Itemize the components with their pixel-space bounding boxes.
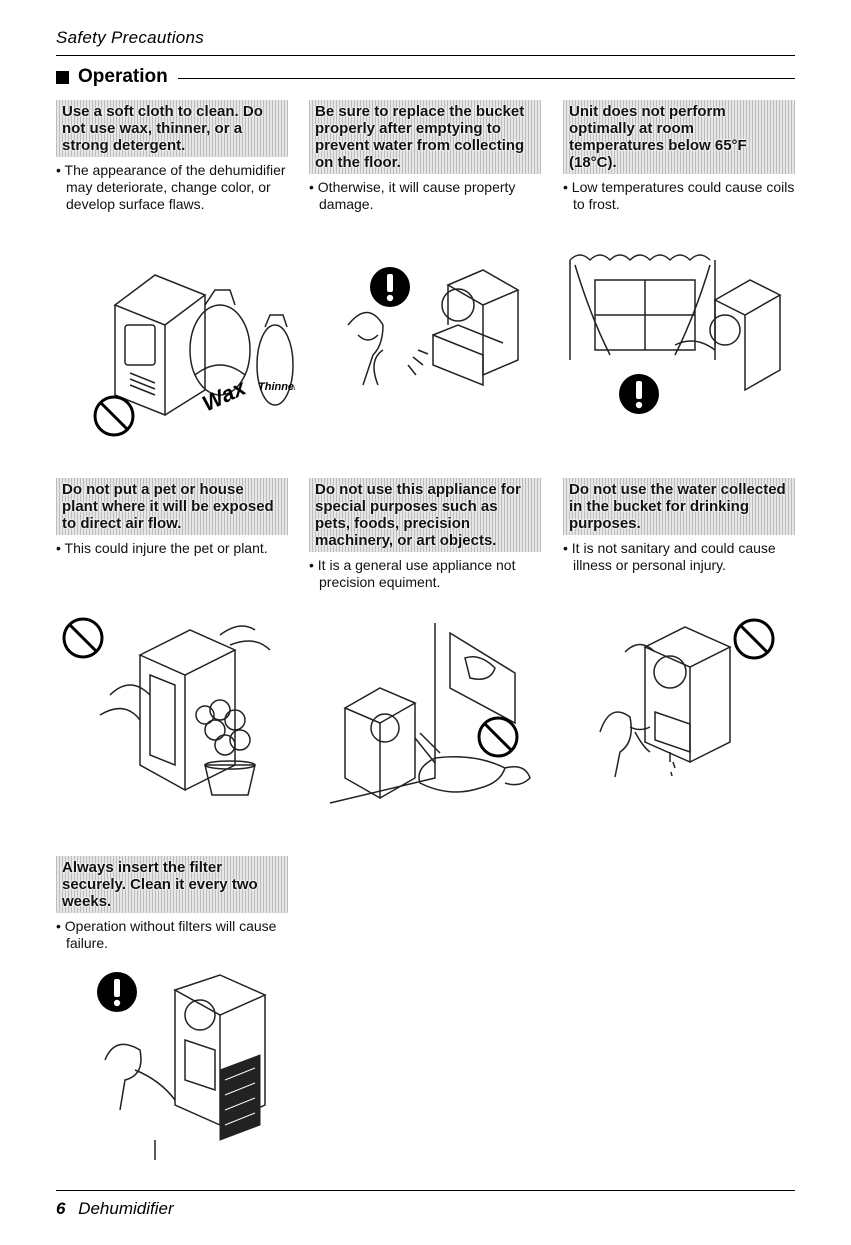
bullet-square-icon — [56, 70, 69, 84]
precaution-card-pet-plant: Do not put a pet or house plant where it… — [56, 478, 288, 557]
page-footer: 6 Dehumidifier — [56, 1199, 174, 1219]
callout-text: Always insert the filter securely. Clean… — [56, 856, 288, 913]
illustration-filter — [95, 970, 285, 1160]
heading-text: Operation — [78, 66, 168, 87]
page-number: 6 — [56, 1199, 66, 1218]
illustration-drinking — [585, 612, 800, 792]
prohibition-icon — [477, 716, 519, 758]
heading-rule — [177, 78, 795, 79]
description-text: • Low temperatures could cause coils to … — [563, 179, 795, 212]
top-rule — [56, 55, 795, 56]
warning-icon — [619, 374, 659, 414]
prohibition-icon — [62, 617, 104, 659]
illustration-bucket — [338, 265, 528, 415]
description-text: • It is not sanitary and could cause ill… — [563, 540, 776, 573]
illustration-pet-plant — [60, 615, 290, 815]
callout-text: Do not put a pet or house plant where it… — [56, 478, 288, 535]
description-text: • It is a general use appliance not prec… — [309, 557, 516, 590]
description-text: • The appearance of the dehumidifier may… — [56, 162, 286, 212]
callout-text: Do not use the water collected in the bu… — [563, 478, 795, 535]
precaution-card-clean: Use a soft cloth to clean. Do not use wa… — [56, 100, 288, 213]
illustration-temperature — [565, 250, 785, 420]
bottom-rule — [56, 1190, 795, 1191]
description-text: • This could injure the pet or plant. — [56, 540, 268, 556]
operation-heading: Operation — [56, 66, 795, 88]
description-text: • Otherwise, it will cause property dama… — [309, 179, 516, 212]
illustration-special-purposes — [325, 618, 555, 808]
precaution-card-temperature: Unit does not perform optimally at room … — [563, 100, 795, 213]
precaution-card-bucket: Be sure to replace the bucket properly a… — [309, 100, 541, 213]
callout-text: Be sure to replace the bucket properly a… — [309, 100, 541, 174]
product-name: Dehumidifier — [78, 1199, 174, 1218]
description-text: • Operation without filters will cause f… — [56, 918, 277, 951]
callout-text: Do not use this appliance for special pu… — [309, 478, 541, 552]
illustration-clean: Wax Thinner — [93, 265, 295, 455]
thinner-label: Thinner — [258, 381, 295, 393]
prohibition-icon — [93, 395, 135, 437]
section-title: Safety Precautions — [56, 28, 205, 47]
precaution-card-drinking: Do not use the water collected in the bu… — [563, 478, 795, 574]
callout-text: Unit does not perform optimally at room … — [563, 100, 795, 174]
precaution-card-filter: Always insert the filter securely. Clean… — [56, 856, 288, 952]
warning-icon — [370, 267, 410, 307]
warning-icon — [97, 972, 137, 1012]
precaution-card-special-purposes: Do not use this appliance for special pu… — [309, 478, 541, 591]
prohibition-icon — [733, 618, 775, 660]
callout-text: Use a soft cloth to clean. Do not use wa… — [56, 100, 288, 157]
